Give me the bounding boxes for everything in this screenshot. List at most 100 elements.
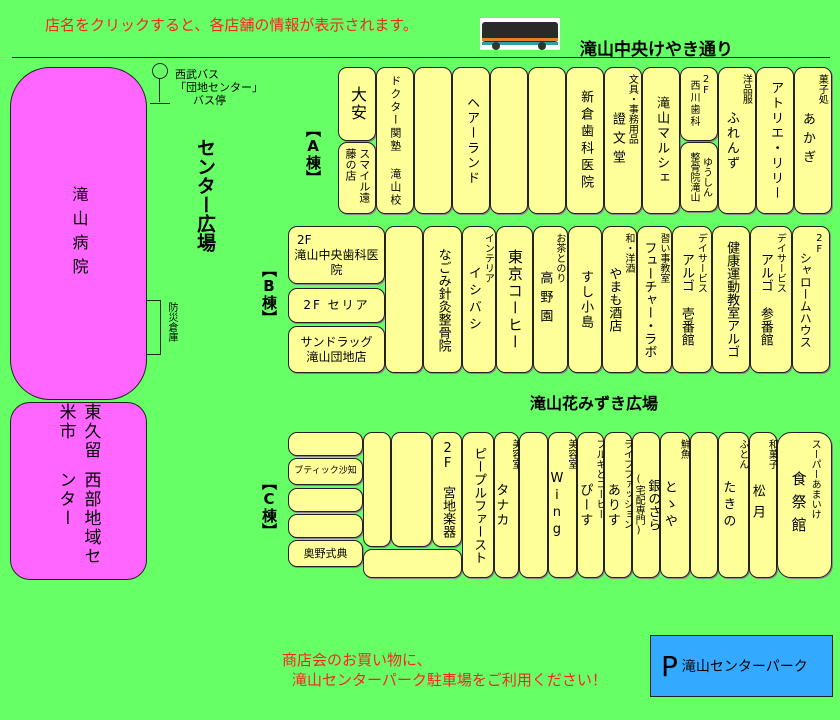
store-vacant[interactable]: [528, 67, 566, 214]
store-name: アルゴ 壱番館: [678, 253, 694, 346]
store-argo-ichiban[interactable]: デイサービスアルゴ 壱番館: [672, 226, 712, 373]
store-atelier-lily[interactable]: アトリエ・リリー: [756, 67, 794, 214]
store-vacant[interactable]: [385, 226, 423, 373]
store-category: 美容室: [565, 439, 577, 469]
store-category: 美容室: [509, 439, 521, 469]
store-takanoen[interactable]: お茶とのり高野園: [533, 226, 568, 373]
store-name: Wing: [549, 471, 565, 539]
store-name: とゝや: [661, 479, 677, 531]
store-name: ピープルファースト: [471, 446, 487, 564]
store-name: 大安: [348, 86, 367, 122]
store-daian[interactable]: 大安: [338, 67, 376, 141]
store-name: 2F セリア: [303, 298, 370, 312]
store-friends[interactable]: 洋品服ふれんず: [718, 67, 756, 214]
store-nagomi[interactable]: なごみ針灸整骨院: [423, 226, 462, 373]
store-vacant[interactable]: [288, 488, 363, 512]
store-boutique-sachi[interactable]: ブティック沙知: [288, 458, 363, 485]
community-center-line1: 東久留米市: [55, 403, 101, 460]
store-niikura-dental[interactable]: 新倉歯科医院: [566, 67, 604, 214]
parking-button[interactable]: P 滝山センターパーク: [650, 635, 833, 697]
store-akagi[interactable]: 菓子処あかぎ: [794, 67, 832, 214]
store-people-first[interactable]: ピープルファースト: [462, 432, 494, 578]
building-b-label: 【B棟】: [260, 262, 278, 325]
store-totoya[interactable]: 鮮魚とゝや: [660, 432, 690, 578]
store-vacant[interactable]: [363, 549, 462, 578]
store-takiyama-marche[interactable]: 滝山マルシェ: [642, 67, 680, 214]
store-shogetsu[interactable]: 和菓子松月: [749, 432, 777, 578]
store-sushi-kojima[interactable]: すし小島: [568, 226, 602, 373]
store-name: ゆうしん: [700, 157, 712, 197]
store-category: 2F: [813, 233, 825, 255]
store-yushin-seikotsuin[interactable]: ゆうしん整骨院滝山: [680, 142, 718, 212]
store-smile-endo[interactable]: スマイル遠藤の店: [338, 142, 376, 214]
store-name: 食祭館: [789, 470, 808, 540]
store-tanaka[interactable]: 美容室タナカ: [493, 432, 521, 578]
store-vacant[interactable]: [690, 432, 718, 578]
bus-stop-line3: バス停: [193, 94, 226, 107]
store-name: ありす: [604, 482, 620, 528]
store-miyachi-gakki[interactable]: 2F 宮地楽器: [432, 432, 462, 547]
community-center[interactable]: 東久留米市 西部地域センター: [10, 402, 147, 580]
store-vacant[interactable]: [391, 432, 432, 547]
store-gin-no-sara[interactable]: 銀のさら(宅配専門): [632, 432, 660, 578]
store-vacant[interactable]: [363, 432, 391, 547]
store-name: 證文堂: [609, 112, 625, 169]
hospital[interactable]: 滝山病院: [10, 67, 147, 400]
store-name: 松月: [749, 484, 765, 526]
store-category: ふとん: [736, 439, 748, 469]
store-name: 奥野式典: [303, 546, 348, 560]
bus-stop-icon: [150, 63, 170, 105]
store-hairland[interactable]: ヘアーランド: [452, 67, 490, 214]
store-takino[interactable]: ふとんたきの: [718, 432, 749, 578]
store-category: 和・洋酒: [622, 233, 634, 273]
store-name: ぴーす: [577, 482, 593, 528]
store-name: ヘアーランド: [464, 95, 480, 186]
store-tokyo-coffee[interactable]: 東京コーヒー: [496, 226, 533, 373]
store-name: フューチャー・ラボ: [641, 241, 657, 358]
store-name: 新倉歯科医院: [578, 89, 594, 192]
store-okuno-shikiten[interactable]: 奥野式典: [288, 540, 363, 567]
parking-icon: P: [661, 649, 678, 683]
store-yamamo-saketen[interactable]: 和・洋酒やまも酒店: [602, 226, 637, 373]
store-name: 東京コーヒー: [505, 248, 524, 351]
store-vacant[interactable]: [288, 432, 363, 456]
store-name: たきの: [720, 479, 736, 531]
store-vacant[interactable]: [414, 67, 452, 214]
store-category: スーパーあまいけ: [809, 439, 821, 519]
store-ishibashi[interactable]: インテリアイシバシ: [462, 226, 496, 373]
store-category: 習い事教室: [657, 233, 669, 283]
store-future-lab[interactable]: 習い事教室フューチャー・ラボ: [637, 226, 672, 373]
store-category: デイサービス: [774, 233, 786, 293]
store-name: シャロームハウス: [798, 251, 813, 348]
store-alice[interactable]: ライフファッションありす: [604, 432, 632, 578]
store-seria[interactable]: 2F セリア: [288, 288, 385, 323]
store-name: やまも酒店: [606, 267, 622, 332]
street-name: 滝山中央けやき通り: [580, 40, 733, 60]
store-name: 西川歯科: [688, 80, 699, 128]
store-vacant[interactable]: [288, 514, 363, 538]
bus-stop-line1: 西武バス: [175, 68, 219, 81]
store-shobundo[interactable]: 文具・事務用品證文堂: [604, 67, 642, 214]
store-shokusaikan[interactable]: スーパーあまいけ食祭館: [777, 432, 832, 578]
store-category: 鮮魚: [678, 439, 690, 459]
store-argo-sanban[interactable]: デイサービスアルゴ 参番館: [750, 226, 792, 373]
store-category: フルギとコーヒー: [593, 439, 605, 519]
store-name: 滝山中央歯科医院: [294, 247, 379, 277]
store-vacant[interactable]: [519, 432, 548, 578]
street-line: [12, 57, 830, 58]
store-vacant[interactable]: [490, 67, 528, 214]
store-kenko-undo-argo[interactable]: 健康運動教室アルゴ: [712, 226, 750, 373]
store-category: 菓子処: [816, 74, 828, 104]
store-category: 2F: [700, 74, 712, 96]
store-category: お茶とのり: [553, 233, 565, 283]
bus-stop-line2: 「団地センター」: [175, 81, 263, 94]
store-peace[interactable]: フルギとコーヒーぴーす: [577, 432, 605, 578]
store-doctor-kanjuku[interactable]: ドクター関塾 滝山校: [376, 67, 414, 214]
store-sundrug[interactable]: サンドラッグ滝山団地店: [288, 326, 385, 373]
store-category: ライフファッション: [621, 439, 633, 529]
